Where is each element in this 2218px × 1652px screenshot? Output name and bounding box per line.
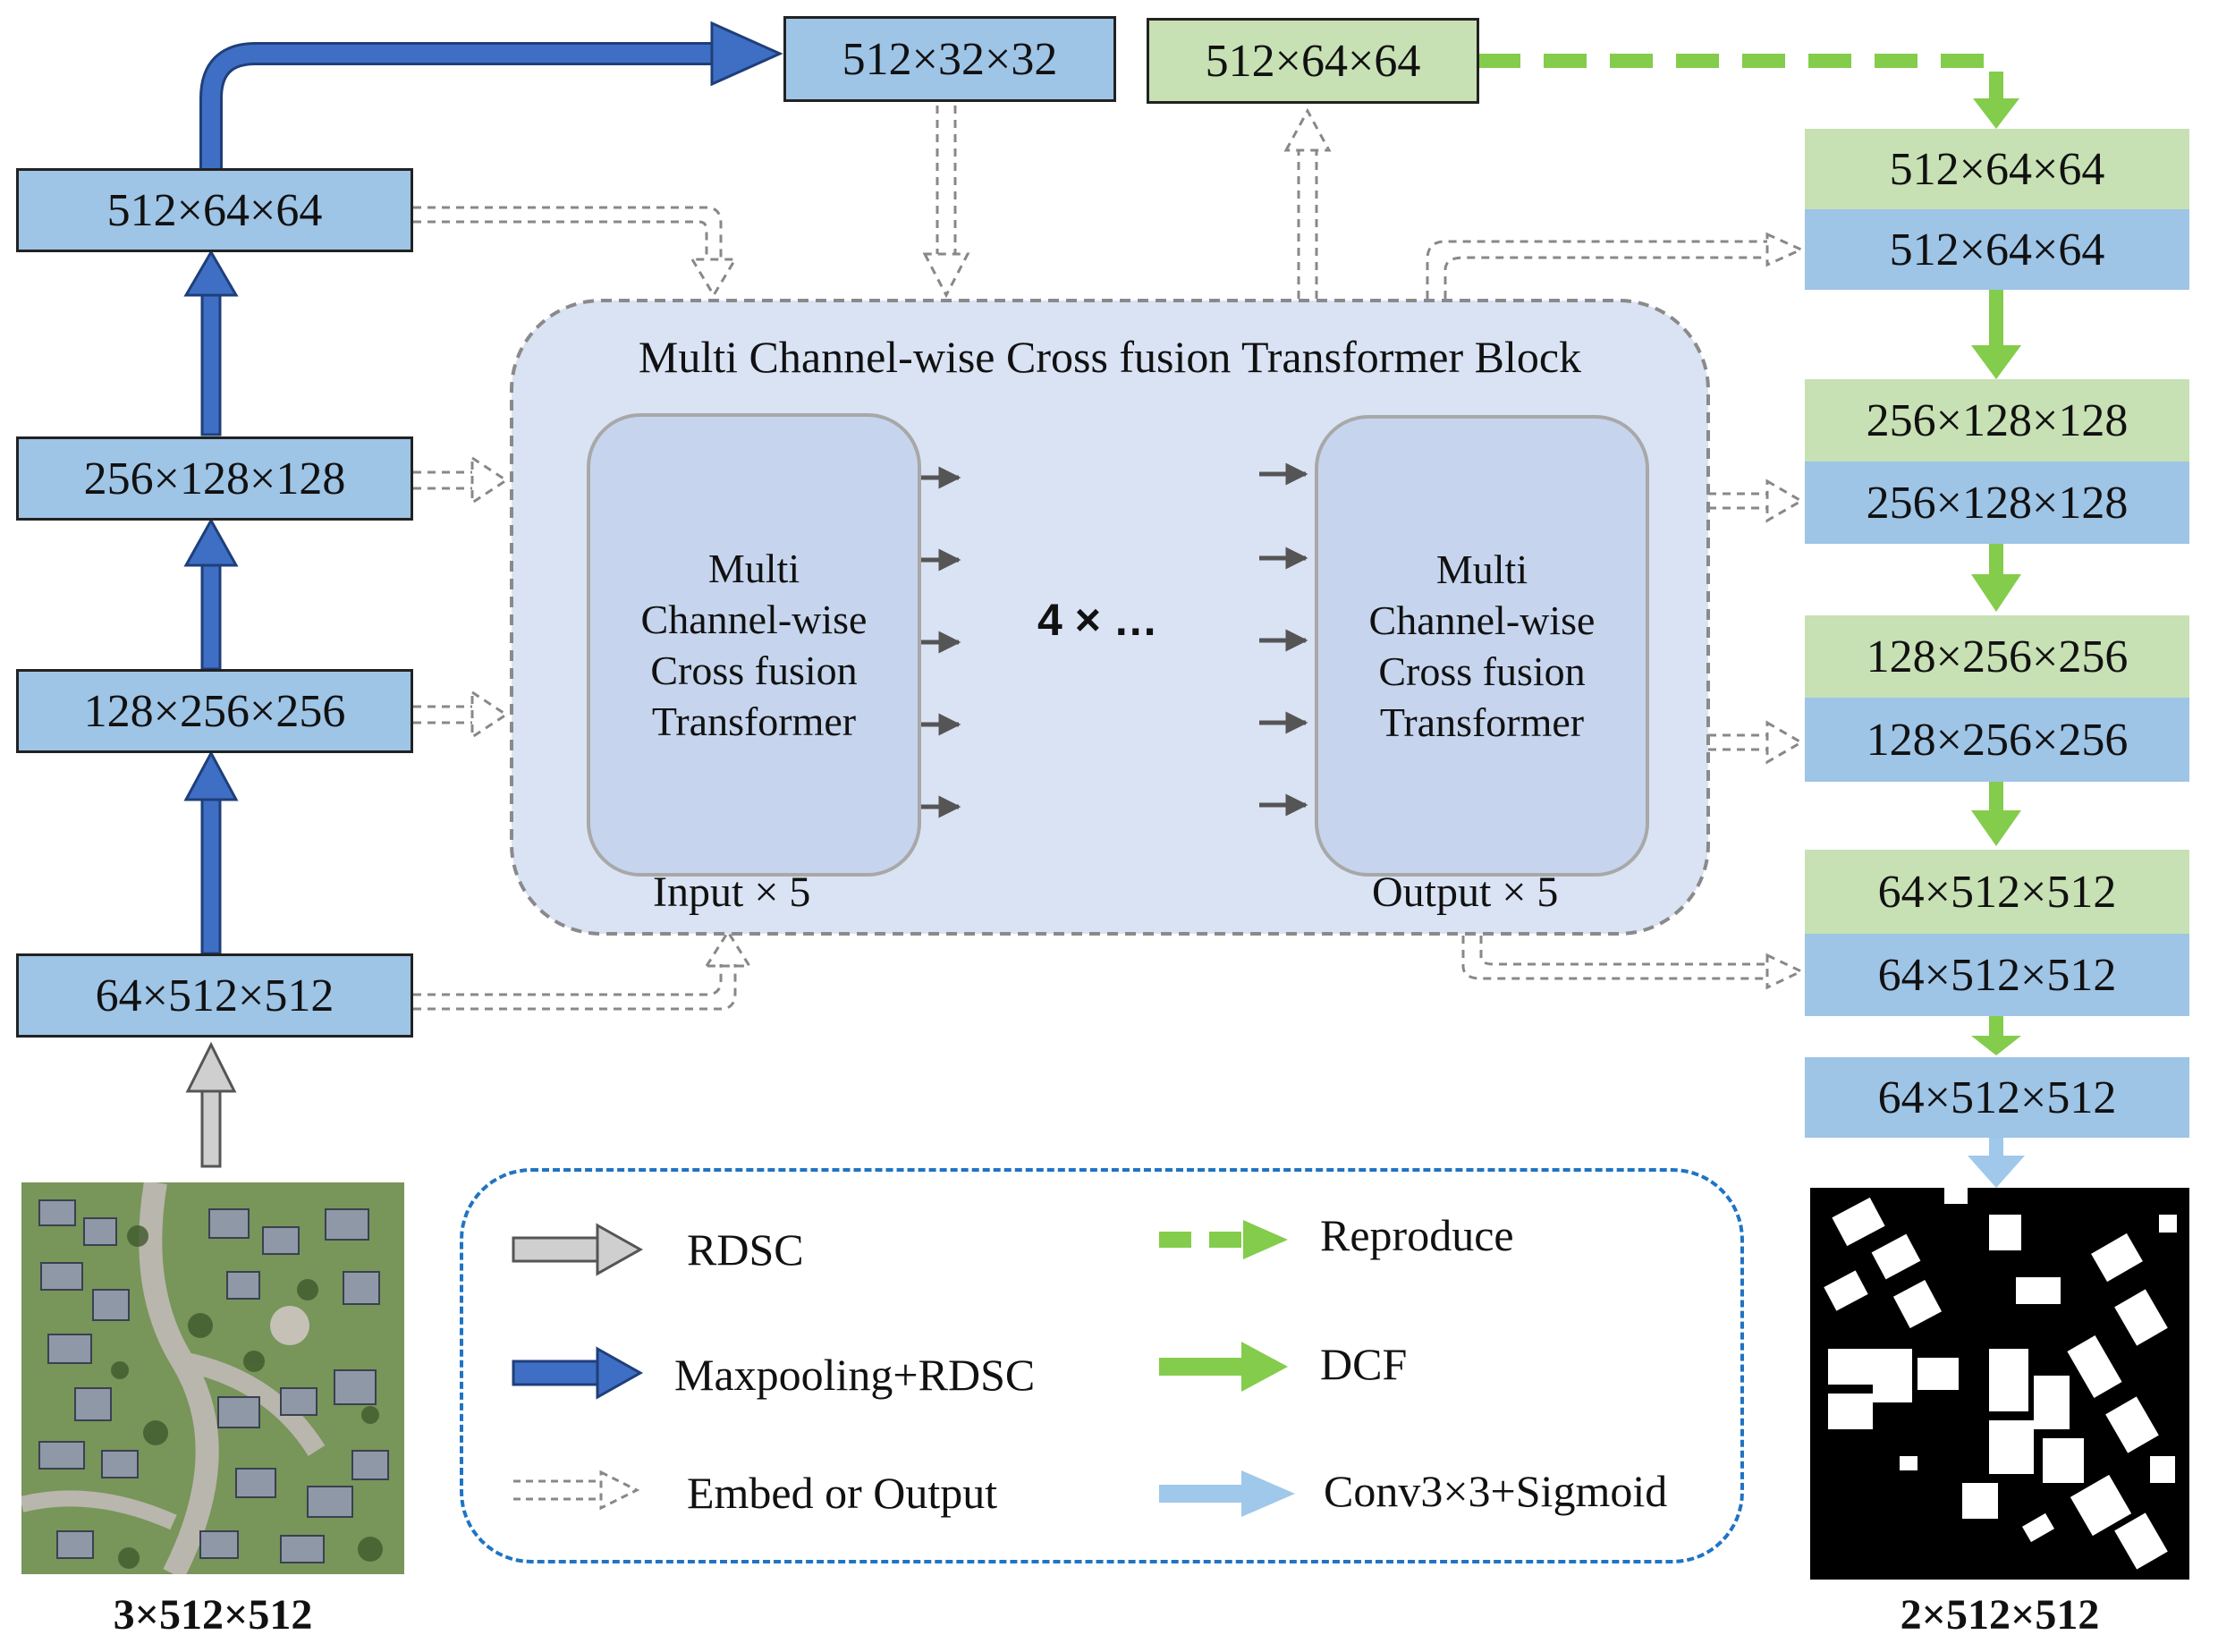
unit-line: Transformer — [1379, 699, 1585, 746]
transformer-block-title: Multi Channel-wise Cross fusion Transfor… — [638, 332, 1582, 382]
decoder-stage-3-blue: 128×256×256 — [1805, 698, 2189, 782]
input-transformer-unit: Multi Channel-wise Cross fusion Transfor… — [587, 413, 921, 877]
unit-line: Multi — [1435, 546, 1528, 592]
input-label: Input × 5 — [653, 868, 811, 916]
legend-dcf-label: DCF — [1320, 1339, 1408, 1389]
legend-maxpool-label: Maxpooling+RDSC — [674, 1350, 1036, 1400]
legend-maxpool-arrow — [512, 1346, 644, 1400]
reproduce-box: 512×64×64 — [1147, 18, 1479, 104]
decoder-stage-3-green: 128×256×256 — [1805, 615, 2189, 698]
unit-line: Multi — [707, 545, 800, 591]
unit-line: Cross fusion — [1378, 648, 1586, 694]
legend-reproduce-label: Reproduce — [1320, 1210, 1514, 1260]
unit-line: Transformer — [651, 699, 857, 745]
encoder-level-2: 128×256×256 — [16, 669, 413, 753]
repeat-label: 4 × … — [1037, 595, 1158, 645]
legend-conv-arrow — [1159, 1470, 1295, 1517]
decoder-final: 64×512×512 — [1805, 1057, 2189, 1138]
output-size-label: 2×512×512 — [1900, 1591, 2100, 1639]
decoder-stage-1-green: 512×64×64 — [1805, 129, 2189, 209]
encoder-level-4: 512×64×64 — [16, 168, 413, 252]
legend-reproduce-arrow — [1159, 1220, 1288, 1259]
bottleneck-box: 512×32×32 — [783, 16, 1116, 102]
maxpool-arrow-to-bottleneck — [199, 21, 783, 168]
input-aerial-image — [21, 1182, 404, 1574]
legend-box — [460, 1168, 1744, 1563]
output-label: Output × 5 — [1372, 868, 1559, 916]
output-mask-image — [1810, 1188, 2189, 1580]
decoder-stage-1-blue: 512×64×64 — [1805, 209, 2189, 290]
encoder-level-3: 256×128×128 — [16, 436, 413, 521]
maxpool-arrow — [183, 517, 239, 671]
decoder-stage-2-green: 256×128×128 — [1805, 379, 2189, 462]
input-size-label: 3×512×512 — [113, 1591, 313, 1639]
maxpool-arrow — [183, 750, 239, 955]
decoder-stage-4-green: 64×512×512 — [1805, 850, 2189, 934]
unit-line: Channel-wise — [640, 596, 868, 642]
unit-line: Channel-wise — [1368, 597, 1596, 643]
embed-arrows — [413, 106, 1805, 1011]
legend-embed-label: Embed or Output — [687, 1468, 998, 1518]
maxpool-arrow — [183, 250, 239, 436]
output-transformer-unit: Multi Channel-wise Cross fusion Transfor… — [1315, 415, 1649, 877]
token-arrows — [916, 462, 1308, 818]
dcf-arrows — [1971, 290, 2021, 1055]
conv-sigmoid-arrow — [1968, 1138, 2025, 1188]
encoder-level-1: 64×512×512 — [16, 953, 413, 1038]
rdsc-arrow — [185, 1041, 237, 1168]
decoder-stage-2-blue: 256×128×128 — [1805, 462, 2189, 544]
reproduce-arrow — [1477, 54, 2019, 129]
legend-rdsc-label: RDSC — [687, 1224, 804, 1275]
legend-conv-label: Conv3×3+Sigmoid — [1324, 1466, 1668, 1516]
decoder-stage-4-blue: 64×512×512 — [1805, 934, 2189, 1016]
legend-dcf-arrow — [1159, 1342, 1288, 1392]
legend-rdsc-arrow — [512, 1223, 644, 1276]
unit-line: Cross fusion — [650, 648, 858, 693]
